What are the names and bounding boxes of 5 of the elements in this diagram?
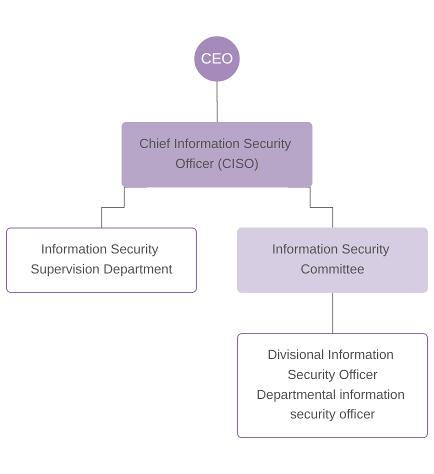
connector	[287, 186, 334, 229]
connector	[332, 292, 334, 334]
connector	[101, 186, 148, 229]
connector	[216, 80, 218, 124]
node-circle: CEO	[194, 36, 240, 82]
